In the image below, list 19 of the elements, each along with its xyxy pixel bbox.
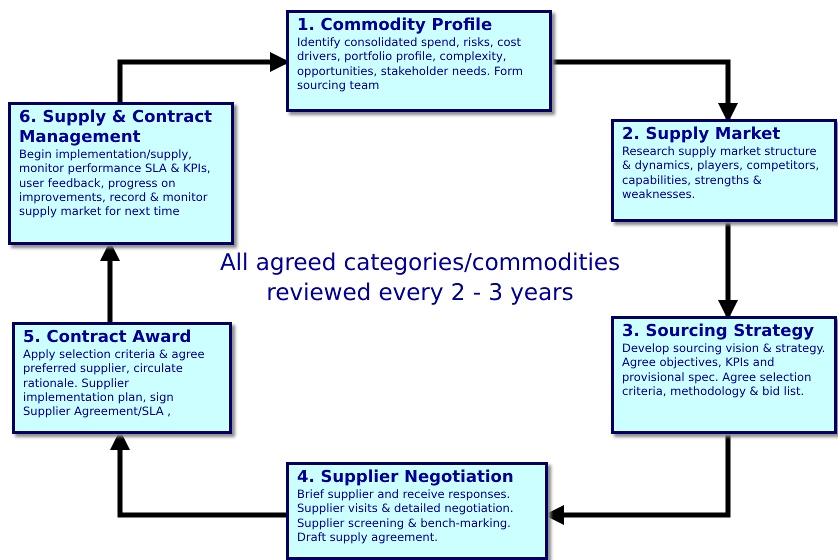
step-description: Research supply market structure & dynamics, players, competitors, capabilities, strengths & weaknesses. <box>622 144 820 202</box>
step-title: 1. Commodity Profile <box>297 15 494 35</box>
step-title: 3. Sourcing Strategy <box>622 321 816 341</box>
step-description: Develop sourcing vision & strategy. Agree objectives, KPIs and provisional spec. Agree selection criteria, methodology & bid list. <box>622 341 826 398</box>
step-title: 5. Contract Award <box>23 327 192 347</box>
step-title: 2. Supply Market <box>622 124 782 144</box>
process-box <box>8 102 234 245</box>
step-description: Identify consolidated spend, risks, cost drivers, portfolio profile, complexity, opportunities, stakeholder needs. Form sourcing team <box>297 35 524 92</box>
step-title: 4. Supplier Negotiation <box>297 467 515 487</box>
process-box <box>611 119 837 222</box>
process-box <box>286 10 552 112</box>
step-description: Apply selection criteria & agree preferred supplier, circulate rationale. Supplier implementation plan, sign Supplier Agreement/SLA , <box>23 347 206 418</box>
step-title: 6. Supply & Contract Management <box>19 107 214 147</box>
process-box <box>12 322 232 434</box>
process-box <box>286 462 548 560</box>
center-note: All agreed categories/commodities reviewed every 2 - 3 years <box>218 249 622 308</box>
step-description: Brief supplier and receive responses. Supplier visits & detailed negotiation. Supplier screening & bench-marking. Draft supply agreement. <box>297 487 514 544</box>
step-description: Begin implementation/supply, monitor performance SLA & KPIs, user feedback, progress on improvements, record & monitor supply market for next time <box>19 147 212 218</box>
process-box <box>611 316 837 434</box>
